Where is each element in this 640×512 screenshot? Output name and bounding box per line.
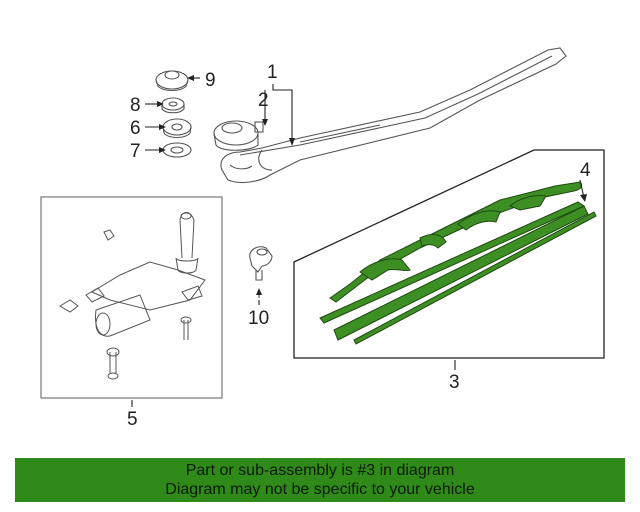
cap-part-9[interactable] (155, 70, 189, 92)
callout-1: 1 (267, 62, 278, 83)
arrowheads (157, 75, 587, 295)
pivot-cap-part-2[interactable] (213, 120, 264, 151)
wiper-arm-part-1[interactable] (220, 47, 567, 184)
callout-3: 3 (449, 372, 460, 393)
banner-line-1: Part or sub-assembly is #3 in diagram (185, 462, 455, 479)
wiper-motor-part-5[interactable] (40, 196, 223, 399)
callout-5: 5 (127, 409, 138, 430)
callout-7: 7 (130, 141, 141, 162)
callout-10: 10 (248, 308, 269, 329)
info-banner: Part or sub-assembly is #3 in diagram Di… (15, 458, 625, 502)
callout-4: 4 (580, 160, 591, 181)
callout-2: 2 (258, 90, 269, 111)
callout-6: 6 (130, 118, 141, 139)
washer-part-7[interactable] (162, 142, 192, 158)
bushing-part-6[interactable] (162, 118, 192, 139)
callout-8: 8 (130, 95, 141, 116)
nut-part-8[interactable] (161, 97, 185, 114)
wiper-blade-part-3[interactable] (293, 149, 605, 359)
washer-nozzle-part-10[interactable] (249, 246, 273, 298)
callout-9: 9 (205, 70, 216, 91)
banner-line-2: Diagram may not be specific to your vehi… (165, 481, 475, 498)
